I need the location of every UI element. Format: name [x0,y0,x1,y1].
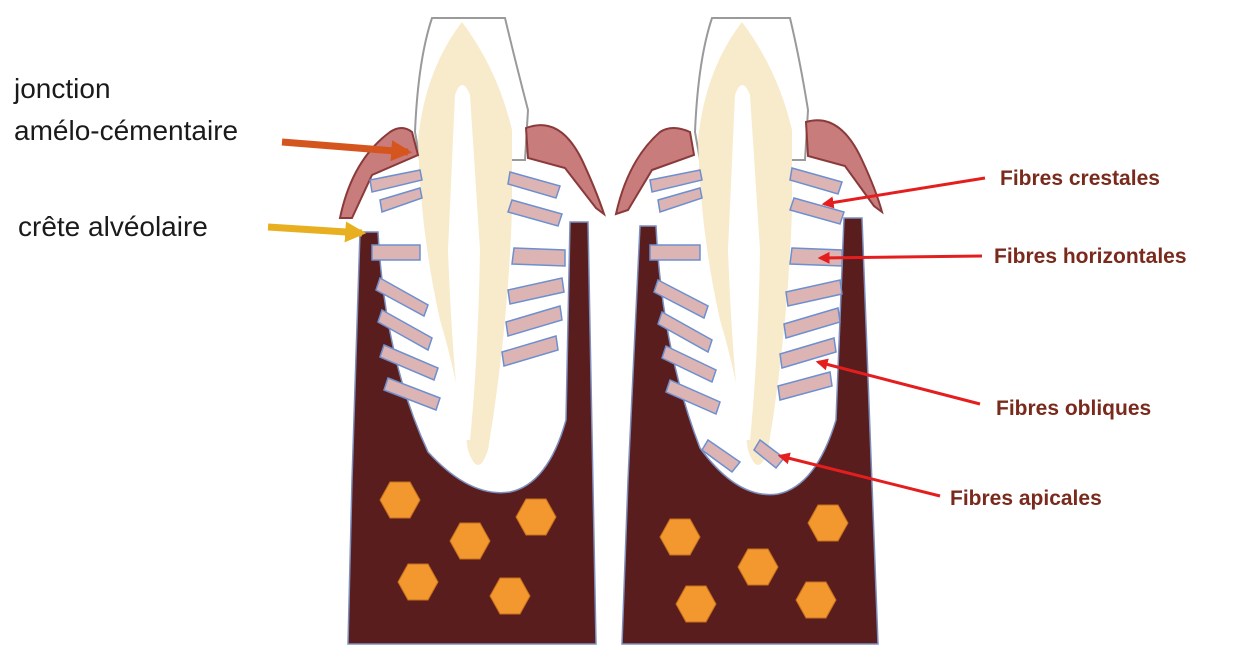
label-fibres-apicales: Fibres apicales [950,486,1102,512]
left-gingiva-right [526,125,604,214]
arrow-crestales [824,178,985,204]
right-tooth-section [616,18,882,644]
label-fibres-crestales: Fibres crestales [1000,166,1160,192]
arrow-horizontales [820,256,982,258]
arrow-crete [268,227,362,233]
label-fibres-horizontales: Fibres horizontales [994,244,1187,270]
label-fibres-obliques: Fibres obliques [996,396,1151,422]
left-tooth-section [340,18,604,644]
label-crete-alveolaire: crête alvéolaire [18,210,208,244]
label-jonction-line1: jonction [14,72,111,106]
label-jonction-line2: amélo-cémentaire [14,114,238,148]
right-gingiva-right [806,120,882,212]
